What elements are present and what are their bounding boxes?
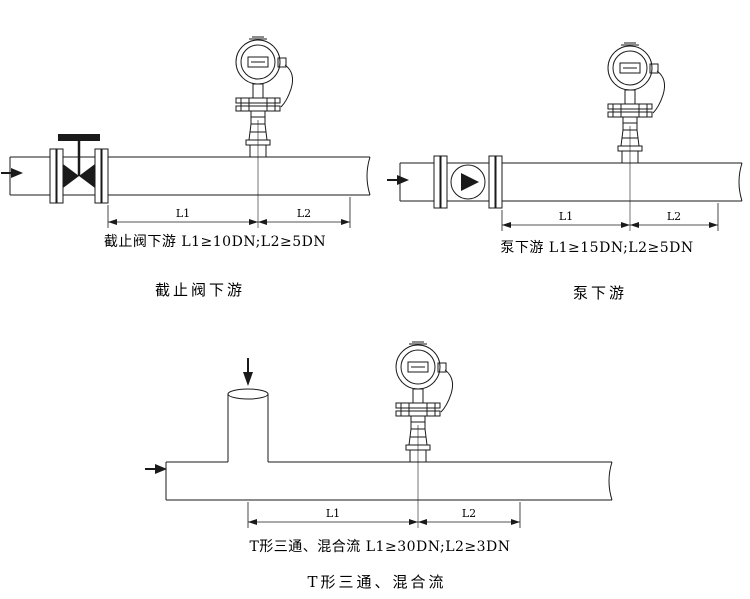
dimension-lines [107,197,351,228]
flowmeter-symbol [235,36,294,228]
spec-label: T形三通、混合流 L1≥30DN;L2≥3DN [249,539,510,555]
stop-valve [49,134,109,204]
branch-pipe [227,388,269,462]
dim-label-l2: L2 [667,210,681,223]
spec-label: 泵下游 L1≥15DN;L2≥5DN [500,240,693,256]
dim-label-l1: L1 [326,507,340,520]
diagram-stop-valve-downstream: L1 L2 截止阀下游 L1≥10DN;L2≥5DN 截止阀下游 [1,36,371,299]
dimension-arrow-icons [108,219,350,225]
dimension-arrow-icons [248,519,520,525]
diagram-pump-downstream: L1 L2 泵下游 L1≥15DN;L2≥5DN 泵下游 [387,42,743,302]
flowmeter-symbol [607,42,666,231]
diagram-title: 泵下游 [573,284,627,302]
dim-label-l2: L2 [462,507,476,520]
diagram-title: 截止阀下游 [155,281,245,299]
spec-label: 截止阀下游 L1≥10DN;L2≥5DN [104,234,326,250]
pipe [9,156,371,196]
diagram-title: T形三通、混合流 [307,573,446,591]
dim-label-l2: L2 [297,207,311,220]
flow-arrow-icon [387,175,409,185]
pipe [165,461,613,501]
down-flow-arrow-icon [243,358,253,386]
flow-arrow-icon [145,464,167,474]
dimension-lines [501,203,719,231]
dim-label-l1: L1 [176,207,190,220]
dim-label-l1: L1 [559,210,573,223]
flowmeter-symbol [395,341,454,528]
pump [433,155,503,209]
dimension-arrow-icons [502,222,718,228]
diagram-tee-mixed-flow: L1 L2 T形三通、混合流 L1≥30DN;L2≥3DN T形三通、混合流 [145,341,613,591]
flow-arrow-icon [1,168,23,178]
dimension-lines [247,502,521,528]
